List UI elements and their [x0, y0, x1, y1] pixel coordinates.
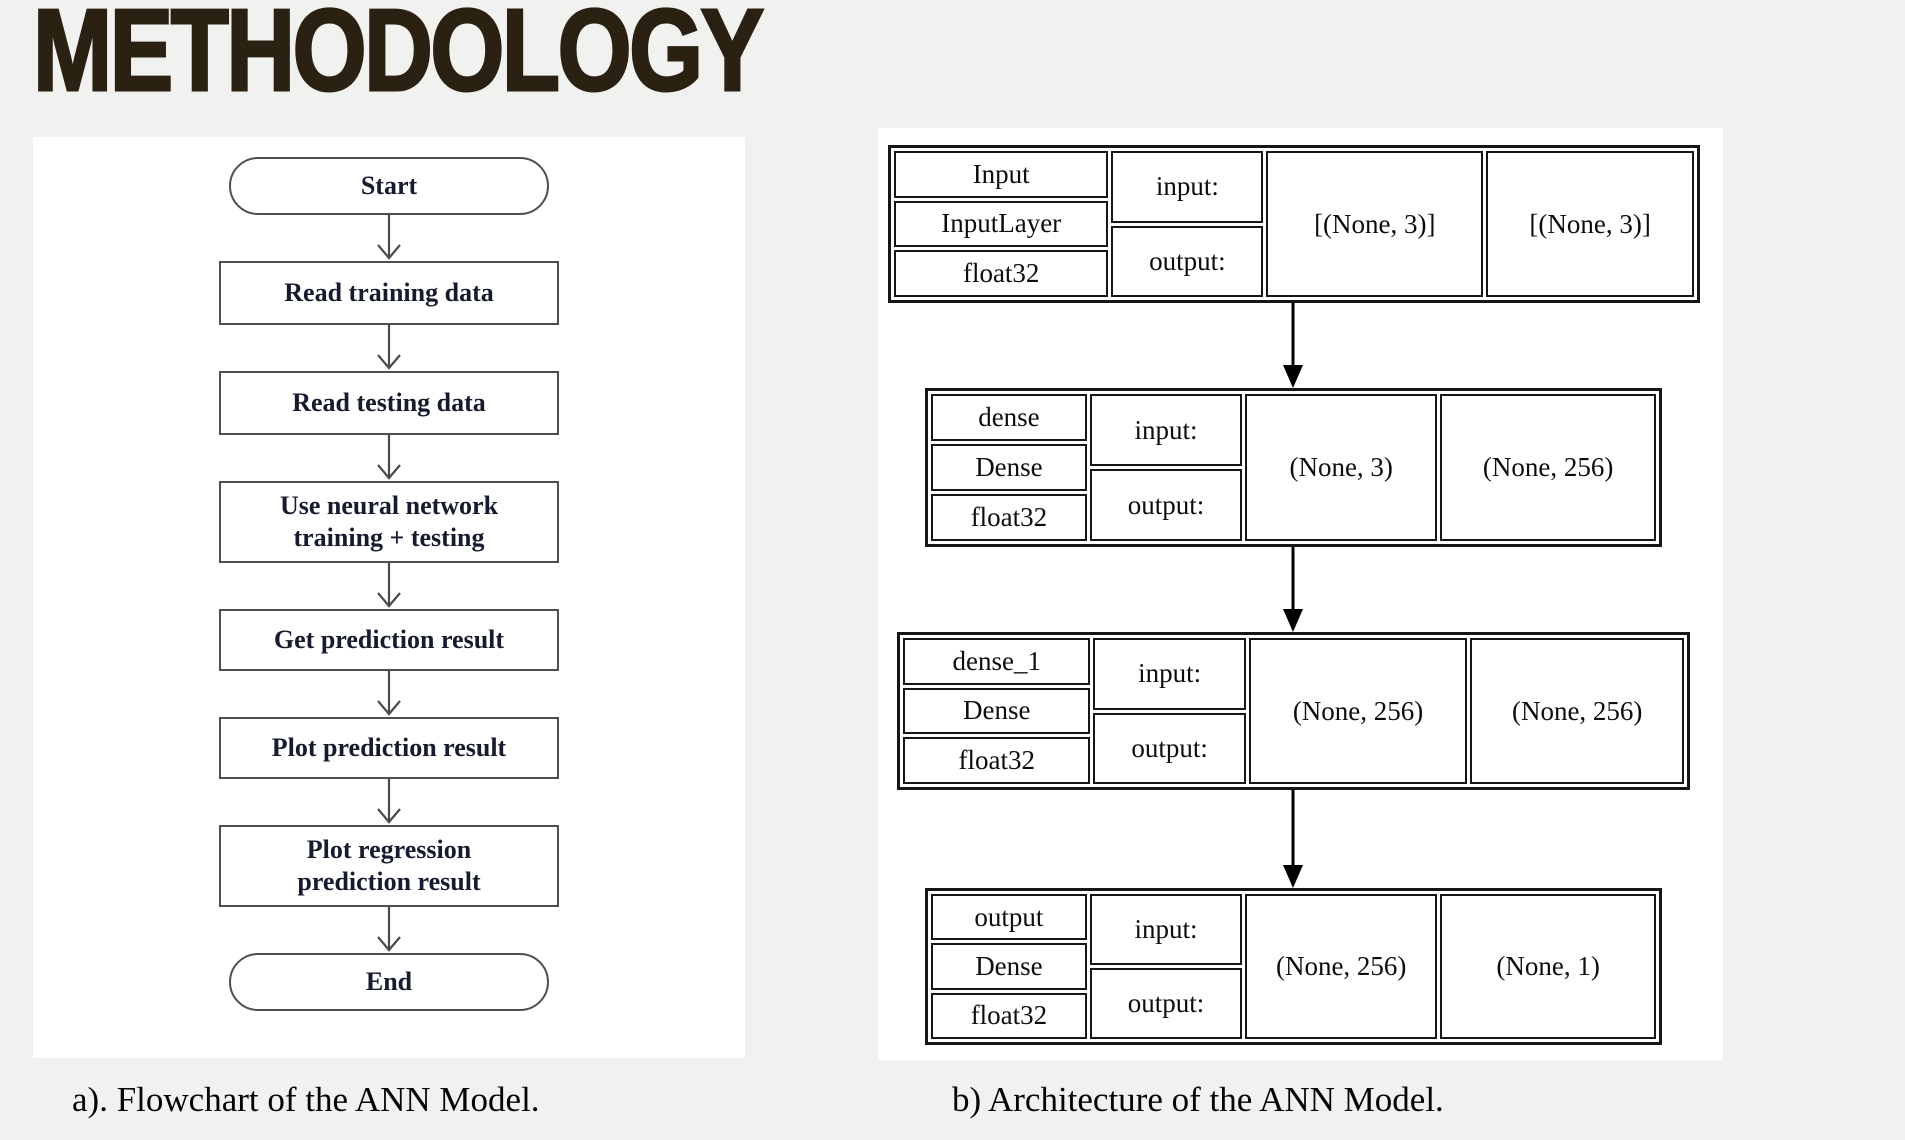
flow-node-end: End	[229, 953, 549, 1011]
layer-name: output	[931, 894, 1087, 941]
flow-arrow-down-icon	[377, 435, 401, 480]
flowchart: Start Read training data Read testing da…	[33, 157, 745, 1011]
page-title: METHODOLOGY	[32, 0, 766, 115]
output-shape: [(None, 3)]	[1486, 151, 1694, 297]
flow-arrow-down-icon	[377, 907, 401, 952]
flow-arrow-down-icon	[377, 779, 401, 824]
io-label-column: input: output:	[1093, 638, 1246, 784]
arch-arrow-down-icon	[1283, 790, 1303, 888]
caption-architecture: b) Architecture of the ANN Model.	[952, 1080, 1444, 1119]
flow-node-train-test: Use neural network training + testing	[219, 481, 559, 563]
flow-node-start: Start	[229, 157, 549, 215]
layer-info-column: Input InputLayer float32	[894, 151, 1109, 297]
layer-name: Input	[894, 151, 1109, 198]
layer-info-column: dense Dense float32	[931, 394, 1087, 541]
layer-dtype: float32	[931, 494, 1087, 541]
layer-class: Dense	[931, 444, 1087, 491]
input-shape: (None, 3)	[1245, 394, 1438, 541]
arch-layer-output: output Dense float32 input: output: (Non…	[925, 888, 1662, 1045]
arch-layer-dense-1: dense_1 Dense float32 input: output: (No…	[897, 632, 1690, 790]
input-label: input:	[1111, 151, 1264, 223]
output-shape: (None, 1)	[1440, 894, 1656, 1039]
flow-node-read-testing: Read testing data	[219, 371, 559, 435]
arch-arrow-down-icon	[1283, 303, 1303, 388]
input-label: input:	[1093, 638, 1246, 710]
io-label-column: input: output:	[1111, 151, 1264, 297]
output-label: output:	[1111, 225, 1264, 297]
flow-node-get-result: Get prediction result	[219, 609, 559, 671]
input-shape: [(None, 3)]	[1266, 151, 1484, 297]
output-label: output:	[1093, 712, 1246, 784]
layer-class: Dense	[903, 687, 1091, 735]
input-label: input:	[1089, 894, 1243, 965]
layer-name: dense	[931, 394, 1087, 441]
layer-dtype: float32	[903, 737, 1091, 784]
flow-arrow-down-icon	[377, 563, 401, 608]
layer-class: Dense	[931, 943, 1087, 990]
arch-layer-dense: dense Dense float32 input: output: (None…	[925, 388, 1662, 547]
output-shape: (None, 256)	[1470, 638, 1684, 784]
output-label: output:	[1089, 469, 1243, 541]
layer-dtype: float32	[894, 250, 1109, 297]
flowchart-panel: Start Read training data Read testing da…	[33, 137, 745, 1058]
flow-node-plot-regression: Plot regression prediction result	[219, 825, 559, 907]
input-shape: (None, 256)	[1245, 894, 1438, 1039]
flow-arrow-down-icon	[377, 215, 401, 260]
io-label-column: input: output:	[1089, 894, 1243, 1039]
output-label: output:	[1089, 968, 1243, 1039]
flow-node-plot-result: Plot prediction result	[219, 717, 559, 779]
flow-arrow-down-icon	[377, 671, 401, 716]
layer-dtype: float32	[931, 992, 1087, 1039]
layer-info-column: dense_1 Dense float32	[903, 638, 1091, 784]
flow-arrow-down-icon	[377, 325, 401, 370]
input-shape: (None, 256)	[1248, 638, 1468, 784]
layer-name: dense_1	[903, 638, 1091, 685]
input-label: input:	[1089, 394, 1243, 466]
layer-class: InputLayer	[894, 200, 1109, 248]
io-label-column: input: output:	[1089, 394, 1243, 541]
flow-node-read-training: Read training data	[219, 261, 559, 325]
layer-info-column: output Dense float32	[931, 894, 1087, 1039]
arch-arrow-down-icon	[1283, 547, 1303, 632]
arch-layer-input: Input InputLayer float32 input: output: …	[888, 145, 1700, 303]
architecture-panel: Input InputLayer float32 input: output: …	[878, 128, 1723, 1060]
caption-flowchart: a). Flowchart of the ANN Model.	[72, 1080, 540, 1119]
output-shape: (None, 256)	[1440, 394, 1656, 541]
